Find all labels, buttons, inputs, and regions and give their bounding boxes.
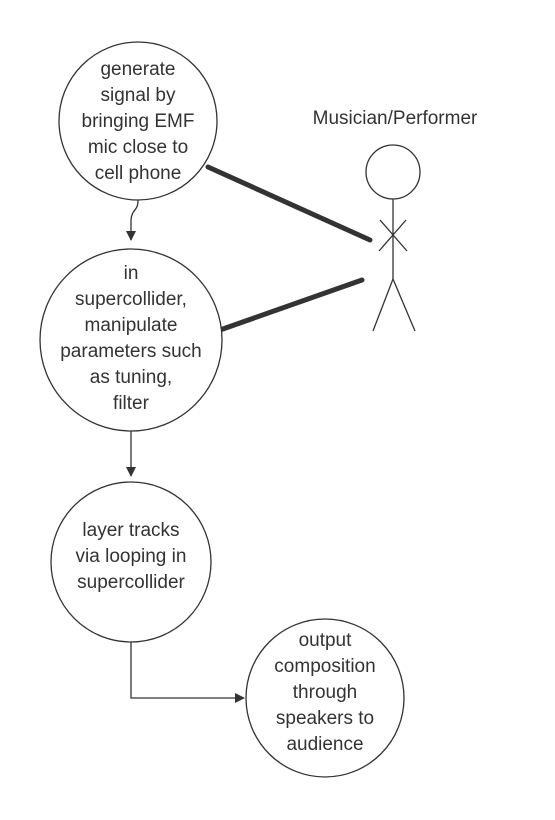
node-layer-tracks-line: via looping in [76, 546, 187, 567]
node-layer-tracks-circle [50, 481, 212, 643]
node-output-composition-line: composition [274, 656, 375, 677]
actor-label: Musician/Performer [313, 108, 478, 129]
association-line-performer-generate [205, 164, 373, 243]
association-line-performer-manipulate [217, 277, 365, 333]
arrow-layer-to-output [130, 642, 245, 703]
stick-figure-icon [365, 144, 421, 332]
node-layer-tracks-line: supercollider [77, 572, 185, 593]
node-manipulate-parameters-line: as tuning, [90, 367, 172, 388]
actor-musician-performer: Musician/Performer [313, 108, 478, 332]
node-generate-signal-line: signal by [101, 85, 176, 106]
node-output-composition-line: output [299, 630, 353, 651]
arrow-generate-to-manipulate [126, 199, 139, 241]
node-output-composition-line: speakers to [276, 708, 374, 729]
node-manipulate-parameters-line: parameters such [60, 341, 202, 362]
node-generate-signal-line: bringing EMF [82, 111, 195, 132]
node-output-composition-circle [245, 618, 405, 778]
node-layer-tracks-line: layer tracks [82, 520, 179, 541]
node-generate-signal-line: generate [100, 59, 175, 80]
node-layer-tracks: layer tracks via looping in supercollide… [50, 481, 212, 643]
node-generate-signal-circle [58, 41, 218, 201]
node-output-composition-line: through [293, 682, 357, 703]
node-output-composition: output composition through speakers to a… [245, 618, 405, 778]
node-manipulate-parameters-line: manipulate [85, 315, 178, 336]
node-generate-signal: generate signal by bringing EMF mic clos… [58, 41, 218, 201]
node-manipulate-parameters-line: in [124, 263, 139, 284]
node-generate-signal-line: cell phone [95, 163, 182, 184]
node-manipulate-parameters: in supercollider, manipulate parameters … [39, 248, 223, 432]
node-manipulate-parameters-line: filter [113, 393, 150, 414]
node-manipulate-parameters-line: supercollider, [75, 289, 187, 310]
node-output-composition-line: audience [286, 734, 363, 755]
node-manipulate-parameters-circle [39, 248, 223, 432]
node-generate-signal-line: mic close to [88, 137, 188, 158]
